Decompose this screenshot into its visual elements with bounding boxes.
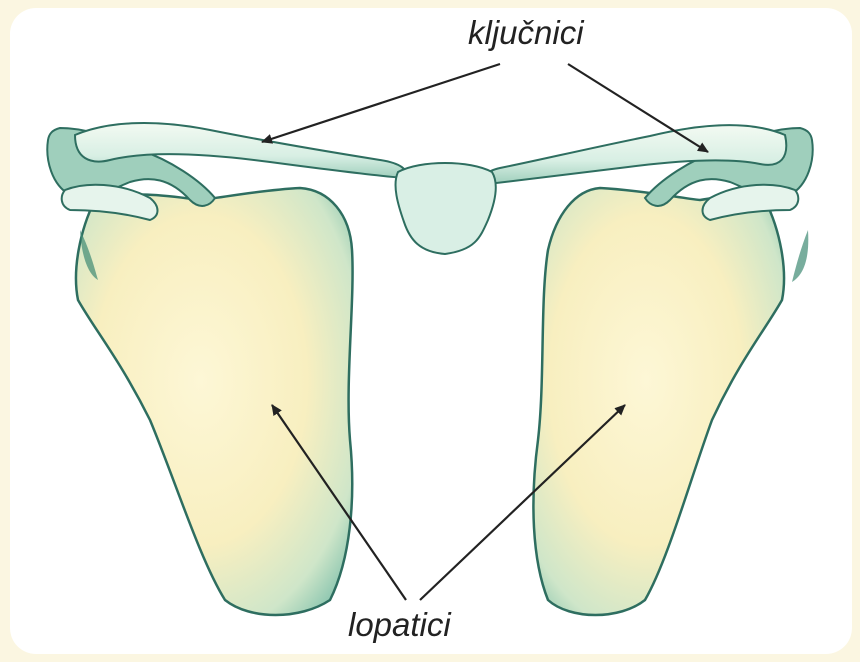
right-scapula — [533, 188, 808, 615]
manubrium — [396, 163, 496, 254]
left-scapula — [76, 188, 353, 615]
arrow-left-clavicle — [262, 64, 500, 142]
clavicles-label: ključnici — [468, 14, 584, 52]
scapulae-label: lopatici — [348, 606, 451, 644]
